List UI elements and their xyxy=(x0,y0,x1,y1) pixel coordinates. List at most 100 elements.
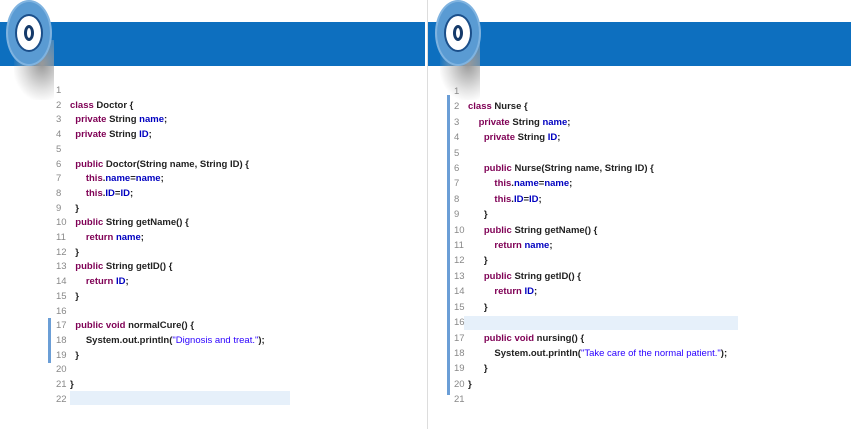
code-line: 10 public String getName() { xyxy=(454,223,727,238)
code-text: class Nurse { xyxy=(468,101,528,113)
line-number: 18 xyxy=(454,347,465,359)
code-text: return ID; xyxy=(494,286,538,298)
header-band xyxy=(0,22,425,66)
code-text: private String ID; xyxy=(75,129,152,141)
line-number: 10 xyxy=(454,224,465,236)
code-line: 13 public String getID() { xyxy=(454,269,727,284)
keyword: return xyxy=(85,276,114,288)
keyword: private xyxy=(75,114,107,126)
field-ref: ID xyxy=(529,193,539,205)
line-number: 16 xyxy=(454,317,465,329)
line-number: 9 xyxy=(56,202,62,214)
field-ref: name xyxy=(542,116,568,128)
line-number: 19 xyxy=(454,363,465,375)
code-line: 3 private String name; xyxy=(454,115,727,130)
keyword: class xyxy=(70,99,94,111)
line-number: 8 xyxy=(56,187,62,199)
keyword: this xyxy=(85,173,103,185)
code-text: public Nurse(String name, String ID) { xyxy=(483,163,654,175)
code-text: private String name; xyxy=(478,116,571,128)
code-text: } xyxy=(468,378,472,390)
line-number: 12 xyxy=(56,246,67,258)
field-ref: name xyxy=(513,178,539,190)
code-line: 16 xyxy=(454,315,727,330)
code-line: 7 this.name=name; xyxy=(56,172,265,187)
university-logo-icon xyxy=(8,2,50,64)
change-marker xyxy=(447,95,450,395)
keyword: class xyxy=(468,101,492,113)
keyword: this xyxy=(494,178,512,190)
code-line: 12 } xyxy=(56,246,265,261)
line-number: 2 xyxy=(56,99,62,111)
code-text: public Doctor(String name, String ID) { xyxy=(75,158,249,170)
line-number: 4 xyxy=(454,132,460,144)
line-number: 19 xyxy=(56,349,67,361)
line-number: 18 xyxy=(56,334,67,346)
keyword: public xyxy=(75,320,104,332)
line-number: 11 xyxy=(56,232,66,244)
code-line: 16 xyxy=(56,305,265,320)
line-number: 8 xyxy=(454,193,460,205)
code-line: 4 private String ID; xyxy=(454,130,727,145)
code-line: 4 private String ID; xyxy=(56,128,265,143)
line-number: 13 xyxy=(56,261,67,273)
code-line: 8 this.ID=ID; xyxy=(56,187,265,202)
current-line-highlight xyxy=(464,316,738,330)
code-text: public String getID() { xyxy=(483,270,581,282)
code-line: 19 } xyxy=(454,361,727,376)
code-line: 21 xyxy=(454,392,727,407)
code-text: } xyxy=(70,246,79,258)
field-ref: name xyxy=(115,232,141,244)
code-text: this.name=name; xyxy=(85,173,164,185)
code-text: } xyxy=(70,202,79,214)
field-ref: ID xyxy=(120,187,130,199)
line-number: 16 xyxy=(56,305,67,317)
code-line: 18 System.out.println("Dignosis and trea… xyxy=(56,334,265,349)
code-text: class Doctor { xyxy=(70,99,134,111)
string-literal: "Dignosis and treat." xyxy=(172,334,259,346)
code-text: return name; xyxy=(85,232,144,244)
field-ref: ID xyxy=(513,193,524,205)
line-number: 7 xyxy=(56,173,62,185)
code-text: private String ID; xyxy=(483,132,561,144)
line-number: 21 xyxy=(454,394,465,406)
code-text: public String getID() { xyxy=(75,261,173,273)
code-line: 21} xyxy=(56,378,265,393)
line-number: 2 xyxy=(454,101,460,113)
line-number: 6 xyxy=(56,158,62,170)
keyword: private xyxy=(483,132,515,144)
code-line: 2 class Doctor { xyxy=(56,99,265,114)
code-line: 5 xyxy=(454,146,727,161)
field-ref: name xyxy=(135,173,161,185)
code-line: 10 public String getName() { xyxy=(56,216,265,231)
code-text: } xyxy=(468,301,488,313)
code-line: 6 public Nurse(String name, String ID) { xyxy=(454,161,727,176)
code-text: public String getName() { xyxy=(75,217,189,229)
code-text: private String name; xyxy=(75,114,168,126)
field-ref: name xyxy=(524,240,550,252)
code-line: 5 xyxy=(56,143,265,158)
code-line: 1 xyxy=(56,84,265,99)
field-ref: ID xyxy=(105,187,115,199)
code-line: 11 return name; xyxy=(56,231,265,246)
code-text: System.out.println("Dignosis and treat."… xyxy=(70,334,265,346)
line-number: 5 xyxy=(454,147,460,159)
code-line: 22 xyxy=(56,393,265,408)
line-number: 5 xyxy=(56,143,62,155)
code-line: 8 this.ID=ID; xyxy=(454,192,727,207)
keyword: private xyxy=(75,129,107,141)
code-line: 14 return ID; xyxy=(454,284,727,299)
code-line: 15 } xyxy=(56,290,265,305)
university-logo-icon xyxy=(437,2,479,64)
line-number: 11 xyxy=(454,240,464,252)
code-text: } xyxy=(468,209,488,221)
code-line: 20 xyxy=(56,363,265,378)
line-number: 22 xyxy=(56,393,67,405)
keyword: this xyxy=(494,193,512,205)
line-number: 1 xyxy=(454,86,460,97)
code-text: } xyxy=(70,349,79,361)
field-ref: ID xyxy=(115,276,126,288)
code-text: public void nursing() { xyxy=(483,332,585,344)
